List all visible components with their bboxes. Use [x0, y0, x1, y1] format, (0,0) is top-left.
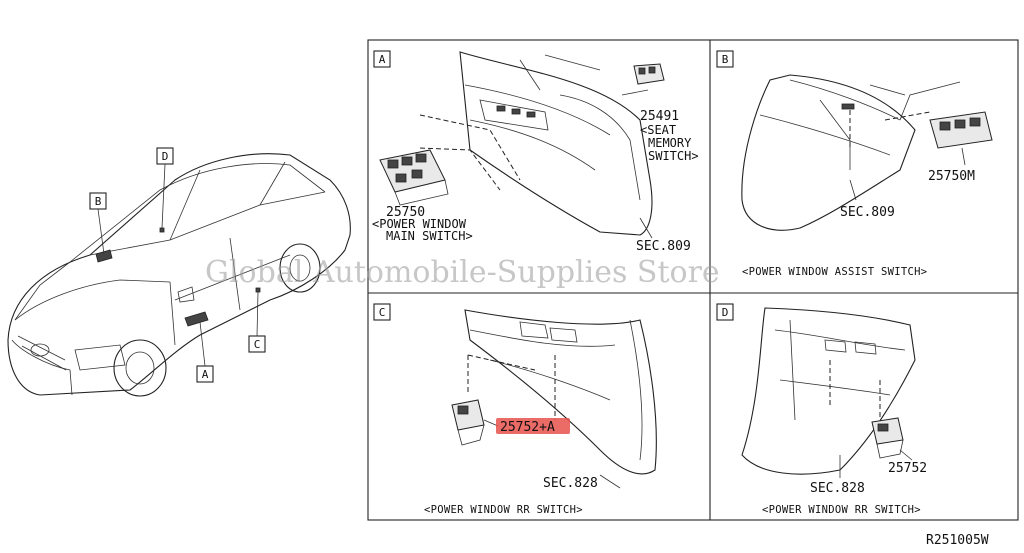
panel-a-part2-caption-1: <POWER WINDOW	[372, 217, 467, 231]
panel-a-part1-caption-3: SWITCH>	[648, 149, 699, 163]
part-highlight	[496, 418, 570, 434]
watermark: Global Automobile-Supplies Store	[205, 255, 720, 290]
panel-c-letter: C	[379, 306, 386, 319]
panel-b: B 25750M SEC.809 <POWER WINDOW ASSIST SW…	[716, 50, 993, 278]
panel-a-part2-number: 25750	[386, 205, 425, 220]
panel-d-section: SEC.828	[810, 481, 865, 496]
car-callout-c: C	[254, 338, 261, 351]
panel-b-part-number: 25750M	[928, 169, 975, 184]
panel-a-letter: A	[379, 53, 386, 66]
panel-grid	[367, 39, 1019, 521]
car-illustration	[7, 153, 351, 397]
panel-a-part2-caption-2: MAIN SWITCH>	[386, 229, 473, 243]
car-callout-a: A	[202, 368, 209, 381]
car-callout-b: B	[95, 195, 102, 208]
panel-c-section: SEC.828	[543, 476, 598, 491]
panel-d-part-number: 25752	[888, 461, 927, 476]
car-callout-d: D	[162, 150, 169, 163]
panel-d: D 25752 SEC.828 <POWER WINDOW RR SWITCH>	[716, 303, 927, 516]
panel-d-letter: D	[722, 306, 729, 319]
panel-b-section: SEC.809	[840, 205, 895, 220]
figure-code: R251005W	[926, 533, 989, 548]
panel-c-part-number: 25752+A	[500, 420, 555, 435]
panel-c: C 25752+A SEC.828 <POWER WINDOW RR SWITC…	[373, 303, 657, 516]
panel-a-section: SEC.809	[636, 239, 691, 254]
panel-c-caption: <POWER WINDOW RR SWITCH>	[424, 504, 583, 516]
panel-d-caption: <POWER WINDOW RR SWITCH>	[762, 504, 921, 516]
panel-a-part1-number: 25491	[640, 109, 679, 124]
panel-b-letter: B	[722, 53, 729, 66]
panel-b-caption: <POWER WINDOW ASSIST SWITCH>	[742, 266, 927, 278]
panel-a-part1-caption-1: <SEAT	[640, 123, 676, 137]
panel-a-part1-caption-2: MEMORY	[648, 136, 692, 150]
panel-a: A 25491 <SEAT MEMORY SWITCH> 2	[372, 50, 699, 254]
